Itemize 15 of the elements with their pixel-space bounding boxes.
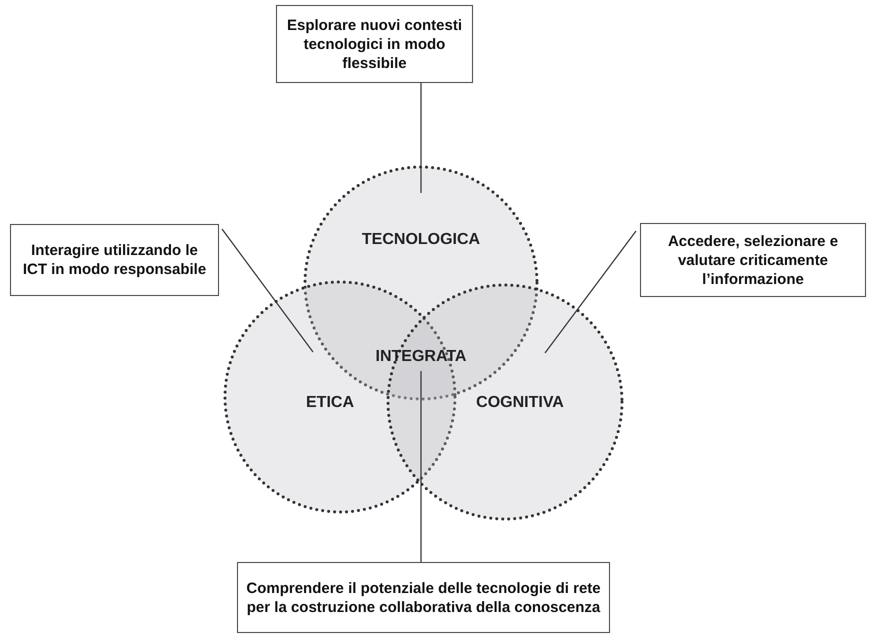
box-text: Accedere, selezionare e valutare criticamente l’informazione (666, 232, 840, 288)
circle-label: ETICA (306, 394, 354, 412)
box-text: Esplorare nuovi contesti tecnologici in modo flessibile (286, 16, 464, 72)
text-box (640, 223, 866, 297)
text-box (10, 224, 219, 296)
circle-label: COGNITIVA (476, 394, 564, 412)
leader-line (420, 371, 422, 562)
text-box (237, 562, 610, 633)
box-text: Comprendere il potenziale delle tecnologie di rete per la costruzione collaborativa della conoscenza (245, 578, 602, 616)
box-text: Interagire utilizzando le ICT in modo responsabile (22, 241, 208, 279)
circle-label: TECNOLOGICA (362, 231, 480, 249)
text-box (276, 5, 473, 83)
leader-line (544, 230, 636, 354)
leader-line (420, 83, 422, 193)
leader-line (222, 228, 314, 352)
